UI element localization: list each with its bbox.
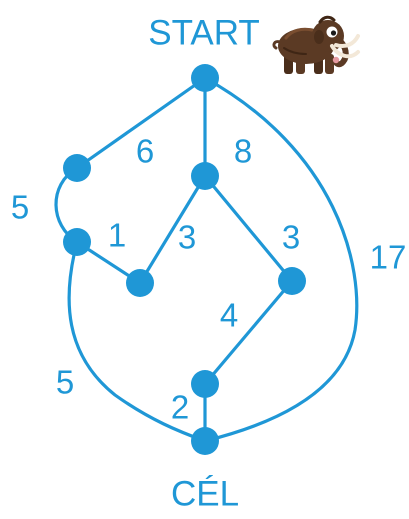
weight-center-middle: 3 <box>178 219 196 256</box>
weight-start-left-top: 6 <box>136 133 154 170</box>
node-left-bottom <box>63 228 91 256</box>
weight-left-bottom-middle: 1 <box>108 217 126 254</box>
weight-right-lower: 4 <box>220 297 238 334</box>
start-label: START <box>148 13 260 52</box>
node-start <box>191 64 219 92</box>
goal-label: CÉL <box>171 474 239 513</box>
edge-start-goal <box>205 78 357 441</box>
node-center <box>191 162 219 190</box>
node-goal <box>191 427 219 455</box>
weight-lower-goal: 2 <box>171 389 189 426</box>
node-right <box>278 267 306 295</box>
weight-center-right: 3 <box>282 219 300 256</box>
weight-start-goal: 17 <box>370 239 407 276</box>
edge-center-right <box>205 176 292 281</box>
node-middle <box>126 269 154 297</box>
mammoth-icon <box>274 17 358 74</box>
node-lower <box>191 370 219 398</box>
edge-right-lower <box>205 281 292 384</box>
node-left-top <box>63 154 91 182</box>
weight-left-bottom-goal: 5 <box>56 364 74 401</box>
weight-start-center: 8 <box>234 133 252 170</box>
weight-left-top-left-bottom: 5 <box>11 189 29 226</box>
